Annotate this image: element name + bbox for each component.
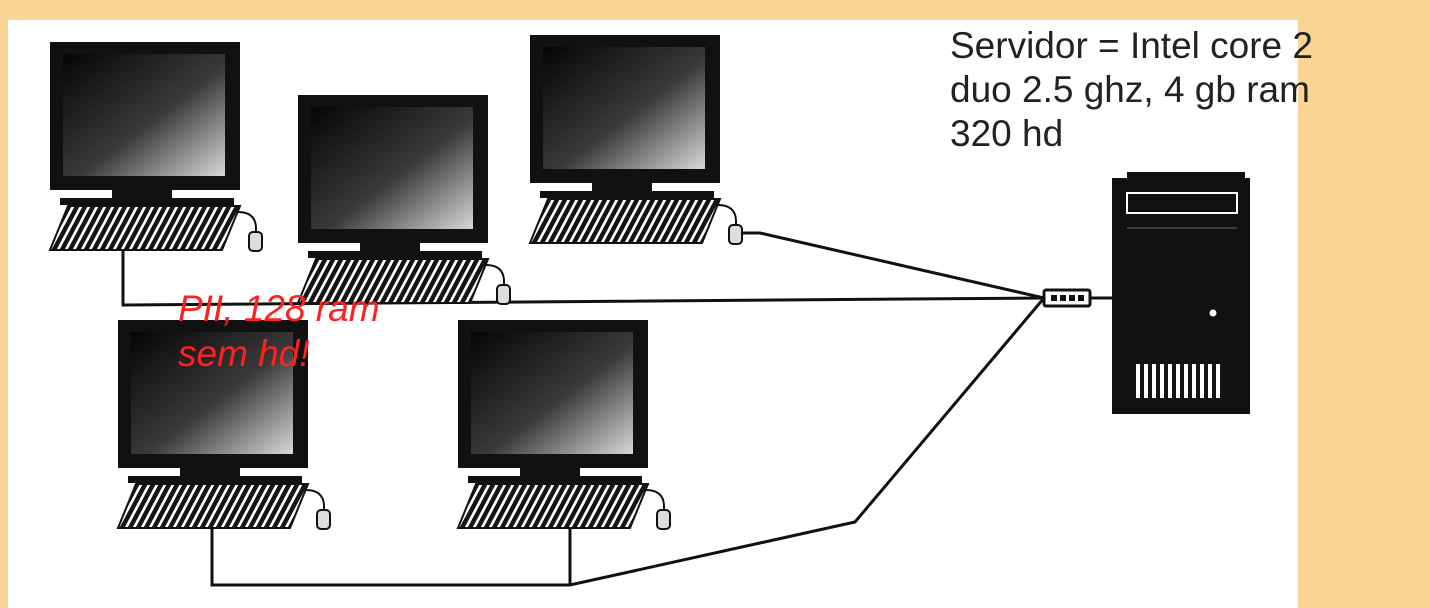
- computer-icon: [298, 95, 510, 304]
- client-spec-caption: PII, 128 ram sem hd!: [178, 286, 380, 376]
- server-spec-line: duo 2.5 ghz, 4 gb ram: [950, 68, 1313, 112]
- tower-server-icon: [1112, 172, 1250, 414]
- computer-icon: [50, 42, 262, 251]
- computer-icon: [458, 320, 670, 529]
- server-spec-caption: Servidor = Intel core 2 duo 2.5 ghz, 4 g…: [950, 24, 1313, 156]
- computer-icon: [530, 35, 742, 244]
- client-spec-line: sem hd!: [178, 331, 380, 376]
- client-spec-line: PII, 128 ram: [178, 286, 380, 331]
- network-switch-icon: [1044, 290, 1090, 306]
- server-spec-line: Servidor = Intel core 2: [950, 24, 1313, 68]
- server-spec-line: 320 hd: [950, 112, 1313, 156]
